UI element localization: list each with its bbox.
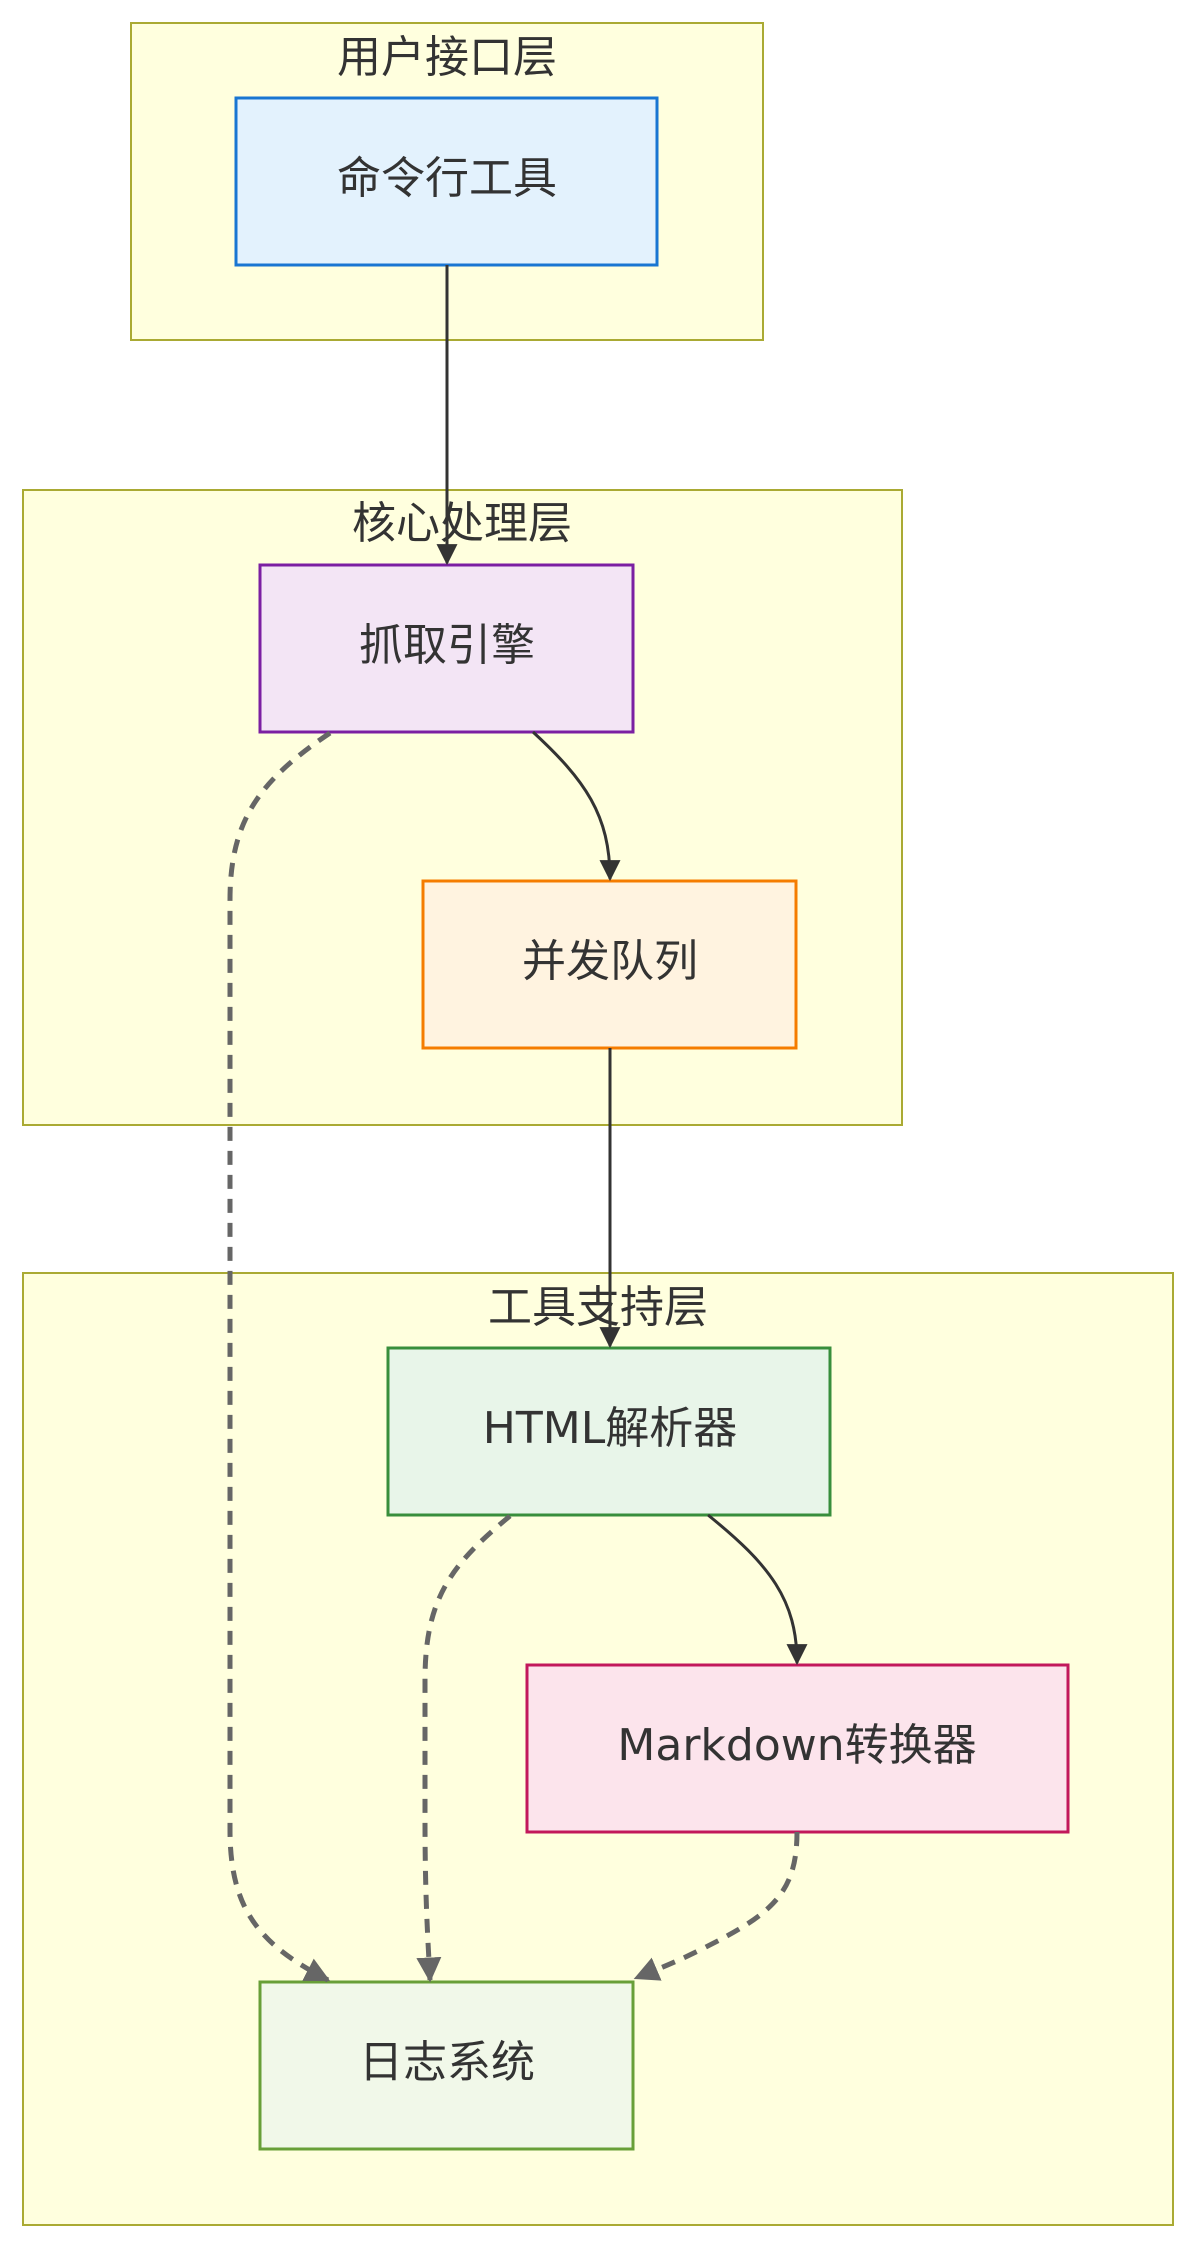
node-logging-system-label: 日志系统	[359, 2037, 535, 2088]
node-concurrent-queue-label: 并发队列	[522, 936, 698, 987]
node-crawl-engine-box	[258, 563, 635, 734]
node-logging-system[interactable]: 日志系统	[258, 1980, 635, 2151]
node-markdown-converter-label: Markdown转换器	[617, 1720, 976, 1771]
node-markdown-converter[interactable]: Markdown转换器	[525, 1663, 1070, 1834]
node-concurrent-queue[interactable]: 并发队列	[421, 879, 798, 1050]
edge-parser-to-logger	[416, 1514, 512, 1983]
node-crawl-engine-label: 抓取引擎	[359, 620, 535, 671]
node-concurrent-queue-box	[421, 879, 798, 1050]
edge-parser-to-converter	[707, 1513, 808, 1666]
node-cli-tool-label: 命令行工具	[337, 153, 557, 204]
node-html-parser-label: HTML解析器	[483, 1403, 737, 1454]
cluster-title-core-processing: 核心处理层	[352, 498, 572, 549]
cluster-title-user-interface: 用户接口层	[337, 32, 557, 83]
node-logging-system-box	[258, 1980, 635, 2151]
edge-engine-to-queue	[531, 730, 621, 882]
node-cli-tool[interactable]: 命令行工具	[234, 96, 659, 267]
node-html-parser[interactable]: HTML解析器	[386, 1346, 832, 1517]
cluster-title-tool-support: 工具支持层	[488, 1282, 708, 1333]
node-crawl-engine[interactable]: 抓取引擎	[258, 563, 635, 734]
node-markdown-converter-box	[525, 1663, 1070, 1834]
